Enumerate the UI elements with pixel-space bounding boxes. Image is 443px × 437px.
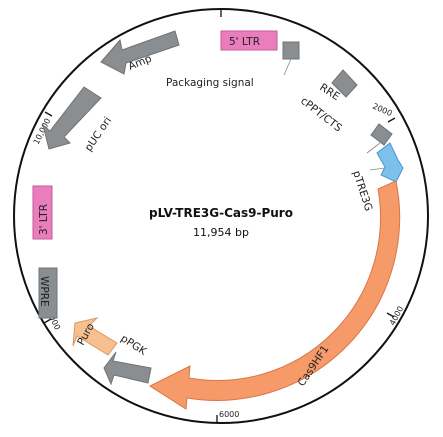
tick-2000 <box>387 117 396 123</box>
ptre3g-label: pTRE3G <box>350 169 374 212</box>
ppgk-feature <box>103 351 152 386</box>
rre-feature <box>331 69 358 98</box>
packaging-signal-feature <box>282 41 300 60</box>
ltr5-feature <box>220 30 278 51</box>
cas9-feature <box>148 180 401 410</box>
plasmid-title: pLV-TRE3G-Cas9-Puro <box>149 206 293 220</box>
plasmid-size: 11,954 bp <box>193 226 249 239</box>
wpre-label: WPRE <box>38 276 50 307</box>
tick-4000 <box>386 312 395 318</box>
cppt-feature <box>370 123 393 146</box>
puro-feature <box>72 317 118 356</box>
amp-feature <box>100 30 180 75</box>
packaging-signal-label: Packaging signal <box>166 77 254 89</box>
cppt-leader <box>366 142 381 154</box>
tick-label-6000: 6000 <box>219 410 239 419</box>
tick-10000 <box>44 111 53 117</box>
wpre-feature <box>38 267 58 319</box>
ltr3-feature <box>32 185 53 240</box>
ltr3-label: 3' LTR <box>38 204 50 235</box>
ppgk-label: pPGK <box>118 332 149 358</box>
ltr5-label: 5' LTR <box>229 36 260 48</box>
packaging-signal-leader <box>283 58 292 76</box>
tick-label-2000: 2000 <box>371 102 393 119</box>
ptre3g-feature <box>376 142 404 183</box>
cppt-label: cPPT/CTS <box>298 95 344 135</box>
ptre3g-leader <box>369 167 386 171</box>
puc-ori-feature <box>42 86 102 150</box>
tick-8000 <box>43 318 52 324</box>
puc-ori-label: pUC ori <box>83 115 115 154</box>
